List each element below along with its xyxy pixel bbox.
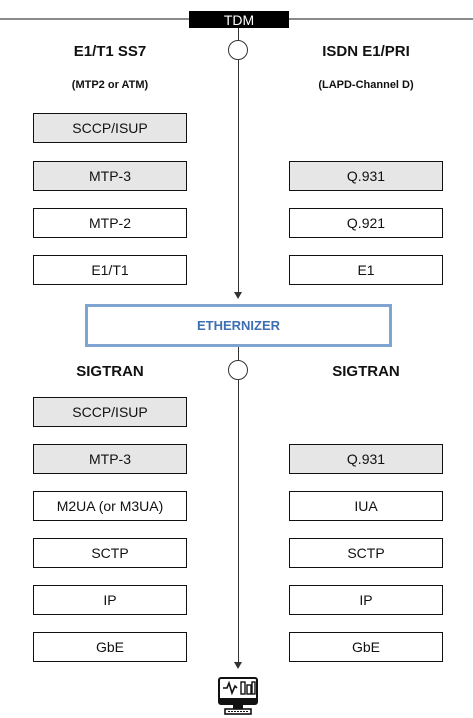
tdm-left-layer-mtp3: MTP-3 [33,161,187,191]
ip-interface-circle [228,360,248,380]
ip-left-layer-sctp: SCTP [33,538,187,568]
sigtran-left-title: SIGTRAN [76,363,144,380]
tdm-label: TDM [189,11,289,28]
ip-right-layer-q931: Q.931 [289,444,443,474]
ip-left-layer-gbe: GbE [33,632,187,662]
arrow-to-monitor-icon [234,662,242,669]
ip-right-layer-iua: IUA [289,491,443,521]
ethernizer-box: ETHERNIZER [85,304,392,347]
ip-right-layer-sctp: SCTP [289,538,443,568]
ip-right-layer-gbe: GbE [289,632,443,662]
arrow-to-ethernizer-icon [234,292,242,299]
ip-right-layer-ip: IP [289,585,443,615]
ip-left-layer-ip: IP [33,585,187,615]
tdm-left-layer-e1t1: E1/T1 [33,255,187,285]
ip-left-layer-m2ua: M2UA (or M3UA) [33,491,187,521]
tdm-left-layer-sccp-isup: SCCP/ISUP [33,113,187,143]
tdm-left-layer-mtp2: MTP-2 [33,208,187,238]
ip-left-layer-sccp-isup: SCCP/ISUP [33,397,187,427]
right-header-subtitle: (LAPD-Channel D) [318,79,414,91]
left-header-subtitle: (MTP2 or ATM) [71,79,149,91]
monitor-dashboard-icon [218,677,258,715]
left-header-title: E1/T1 SS7 [73,43,147,60]
connector-line-middle [238,347,239,360]
connector-line-upper [238,60,239,293]
tdm-right-layer-q921: Q.921 [289,208,443,238]
connector-line-lower [238,380,239,663]
tdm-interface-circle [228,40,248,60]
tdm-right-layer-q931: Q.931 [289,161,443,191]
tdm-right-layer-e1: E1 [289,255,443,285]
right-header-title: ISDN E1/PRI [322,43,410,60]
ip-left-layer-mtp3: MTP-3 [33,444,187,474]
connector-line-top [238,28,239,40]
sigtran-right-title: SIGTRAN [332,363,400,380]
